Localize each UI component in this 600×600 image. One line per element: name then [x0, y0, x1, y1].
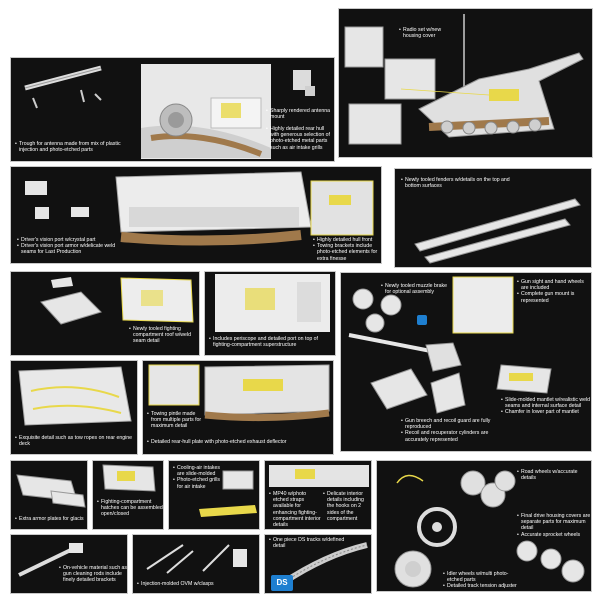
caption-pintle: Towing pintle made from multiple parts f…: [147, 411, 207, 430]
caption-roof: Newly tooled fighting compartment roof w…: [129, 326, 199, 345]
panel-armor-art: [16, 474, 86, 508]
caption-delicate: Delicate interior details including the …: [323, 491, 371, 522]
track-text: Detailed track tension adjuster: [443, 583, 523, 589]
panel-vehicle-material: On-vehicle material such as gun cleaning…: [10, 534, 128, 594]
panel-ovm-art: [146, 544, 247, 574]
panel-front-art: [25, 171, 374, 246]
caption-armor: Extra armor plates for glacis: [15, 516, 87, 522]
panel-hatches: Fighting-compartment hatches can be asse…: [92, 460, 164, 530]
panel-intakes-art: [199, 470, 257, 517]
caption-engine: Exquisite detail such as tow ropes on re…: [15, 435, 137, 447]
panel-wheels: Road wheels w/accurate details Final dri…: [376, 460, 592, 592]
muzzle-text: Newly tooled muzzle brake for optional a…: [381, 283, 451, 295]
ds-logo: DS: [271, 575, 293, 591]
panel-front: Driver's vision port w/crystal part Driv…: [10, 166, 382, 264]
sight-text: Gun sight and hand wheels are included: [517, 279, 591, 291]
intakes-grills-text: Photo-etched grills for air intake: [173, 477, 223, 489]
caption-vehicle-material: On-vehicle material such as gun cleaning…: [59, 565, 127, 584]
armor-text: Extra armor plates for glacis: [15, 516, 87, 522]
panel-gun: Newly tooled muzzle brake for optional a…: [340, 272, 592, 452]
mp40-text: MP40 w/photo etched straps available for…: [269, 491, 323, 528]
panel-gun-art: [348, 276, 552, 414]
tracks-text: One piece DS tracks w/defined detail: [269, 537, 349, 549]
panel-engine: Exquisite detail such as tow ropes on re…: [10, 360, 138, 455]
caption-radio: Radio set w/new housing cover: [399, 27, 449, 39]
panel-antenna: Trough for antenna made from mix of plas…: [10, 57, 335, 162]
caption-hull-front: Highly detailed hull front Towing bracke…: [313, 237, 381, 262]
caption-ovm: Injection-molded OVM w/clasps: [137, 581, 257, 587]
panel-periscope-art: [215, 274, 330, 332]
sprocket-text: Accurate sprocket wheels: [517, 532, 591, 538]
caption-mount: Sharply rendered antenna mount: [266, 108, 334, 120]
panel-radio: Radio set w/new housing cover: [338, 8, 593, 158]
towing-text: Towing brackets include photo-etched ele…: [313, 243, 381, 262]
intakes-slide-text: Cooling-air intakes are slide-molded: [173, 465, 223, 477]
delicate-text: Delicate interior details including the …: [323, 491, 371, 522]
panel-armor: Extra armor plates for glacis: [10, 460, 88, 530]
recoil-text: Recoil and recuperator cylinders are acc…: [401, 430, 497, 442]
trough-text: Trough for antenna made from mix of plas…: [15, 141, 135, 153]
caption-mantlet: Slide-molded mantlet w/realistic weld se…: [501, 397, 591, 416]
radio-text: Radio set w/new housing cover: [399, 27, 449, 39]
caption-fenders: Newly tooled fenders w/details on the to…: [401, 177, 511, 189]
caption-muzzle: Newly tooled muzzle brake for optional a…: [381, 283, 451, 295]
engine-text: Exquisite detail such as tow ropes on re…: [15, 435, 137, 447]
caption-periscope: Includes periscope and detailed port on …: [209, 336, 335, 348]
panel-rear-art: [148, 364, 330, 422]
caption-mp40: MP40 w/photo etched straps available for…: [269, 491, 323, 528]
caption-idler: Idler wheels w/multi photo-etched parts …: [443, 571, 523, 590]
panel-engine-art: [18, 366, 132, 426]
caption-road-wheels: Road wheels w/accurate details: [517, 469, 591, 481]
roof-text: Newly tooled fighting compartment roof w…: [129, 326, 199, 345]
panel-hatches-art: [102, 464, 156, 492]
caption-hatches: Fighting-compartment hatches can be asse…: [97, 499, 163, 518]
panel-wheels-art: [394, 470, 585, 588]
pintle-text: Towing pintle made from multiple parts f…: [147, 411, 207, 430]
panel-periscope: Includes periscope and detailed port on …: [204, 271, 336, 356]
rear-hull-text: Highly detailed rear hull with generous …: [266, 126, 334, 151]
panel-ovm: Injection-molded OVM w/clasps: [132, 534, 260, 594]
panel-tracks: One piece DS tracks w/defined detail DS: [264, 534, 372, 594]
panel-vehicle-material-art: [18, 543, 83, 577]
gun-mount-text: Complete gun mount is represented: [517, 291, 591, 303]
vision-armor-text: Driver's vision port armor w/delicate we…: [17, 243, 117, 255]
panel-radio-art: [344, 14, 584, 145]
plate-text: Detailed rear-hull plate with photo-etch…: [147, 439, 333, 445]
caption-sight: Gun sight and hand wheels are included C…: [517, 279, 591, 304]
fenders-text: Newly tooled fenders w/details on the to…: [401, 177, 511, 189]
panel-interior-art: [269, 465, 369, 487]
panel-antenna-art: [24, 64, 315, 159]
panel-roof-art: [40, 277, 194, 325]
vehicle-material-text: On-vehicle material such as gun cleaning…: [59, 565, 127, 584]
panel-fenders: Newly tooled fenders w/details on the to…: [394, 168, 592, 268]
drive-text: Final drive housing covers are separate …: [517, 513, 591, 532]
road-wheels-text: Road wheels w/accurate details: [517, 469, 591, 481]
hull-front-text: Highly detailed hull front: [313, 237, 381, 243]
caption-intakes: Cooling-air intakes are slide-molded Pho…: [173, 465, 223, 490]
panel-fenders-art: [414, 198, 581, 264]
panel-interior: MP40 w/photo etched straps available for…: [264, 460, 372, 530]
chamfer-text: Chamfer in lower part of mantlet: [501, 409, 591, 415]
caption-rear-hull: Highly detailed rear hull with generous …: [266, 126, 334, 151]
panel-rear: Towing pintle made from multiple parts f…: [142, 360, 334, 455]
mantlet-text: Slide-molded mantlet w/realistic weld se…: [501, 397, 591, 409]
periscope-text: Includes periscope and detailed port on …: [209, 336, 335, 348]
caption-tracks: One piece DS tracks w/defined detail: [269, 537, 349, 549]
caption-trough: Trough for antenna made from mix of plas…: [15, 141, 135, 153]
panel-roof: Newly tooled fighting compartment roof w…: [10, 271, 200, 356]
breech-text: Gun breech and recoil guard are fully re…: [401, 418, 497, 430]
panel-intakes: Cooling-air intakes are slide-molded Pho…: [168, 460, 260, 530]
mount-text: Sharply rendered antenna mount: [266, 108, 334, 120]
caption-drive: Final drive housing covers are separate …: [517, 513, 591, 538]
caption-breech: Gun breech and recoil guard are fully re…: [401, 418, 497, 443]
caption-vision-port: Driver's vision port w/crystal part Driv…: [17, 237, 117, 256]
idler-text: Idler wheels w/multi photo-etched parts: [443, 571, 523, 583]
ovm-text: Injection-molded OVM w/clasps: [137, 581, 257, 587]
caption-plate: Detailed rear-hull plate with photo-etch…: [147, 439, 333, 445]
hatches-text: Fighting-compartment hatches can be asse…: [97, 499, 163, 518]
vision-port-text: Driver's vision port w/crystal part: [17, 237, 117, 243]
